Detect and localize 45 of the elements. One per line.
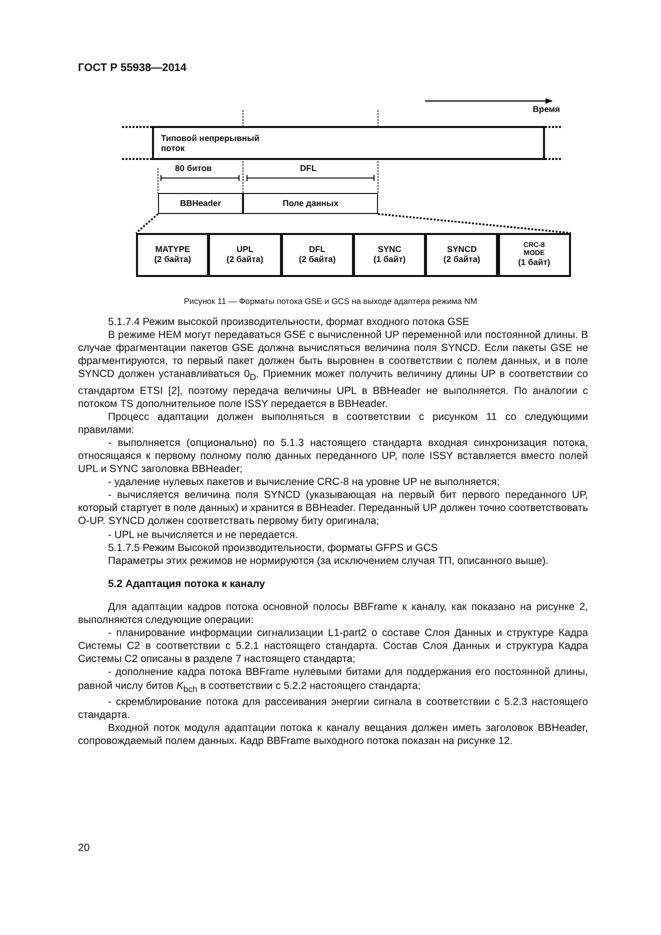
paragraph: Параметры этих режимов не нормируются (за исключением случая ТП, описанного выше). (107, 554, 550, 568)
paragraph: В режиме HEM могут передаваться GSE с вычисленной UP переменной или постоянной длины. В случае фрагментации пакетов GSE должна вычисляться величина поля SYNCD. Если пакеты GSE не фрагментируются, то первый пакет должен быть выровнен в соответствии с полем данных, и в поле SYNCD должен устанавливаться 0$_{D}$. Приемник может получить величину длины UP в соответствии со стандартом ETSI [2], поэтому передача величины UPL в BBHeader не выполняется. По аналогии с потоком TS дополнительное поле ISSY передается в BBHeader. (78, 329, 588, 411)
header-field-box (208, 233, 282, 277)
paragraph: Процесс адаптации должен выполняться в соответствии с рисунком 11 со следующими правилами: (78, 410, 588, 437)
field-size: (2 байта) (298, 255, 336, 265)
header-field-box (352, 233, 426, 277)
field-size: (2 байта) (443, 255, 480, 265)
box-label: BBHeader (180, 198, 222, 208)
page-number: 20 (78, 842, 90, 854)
field-name: MATYPE (155, 245, 190, 255)
paragraph: - скремблирование потока для рассеивания энергии сигнала в соответствии с 5.2.3 настоящего стандарта. (78, 696, 588, 722)
field-size: (2 байта) (226, 255, 264, 265)
paragraph: - удаление нулевых пакетов и вычисление CRC-8 на уровне UP не выполняется; (107, 476, 501, 490)
dimension-label: 80 битов (175, 163, 212, 173)
paragraph: 5.1.7.5 Режим Высокой производительности, форматы GFPS и GCS (107, 542, 439, 555)
dimension-label: DFL (300, 163, 317, 173)
header-field-box (136, 233, 210, 277)
paragraph: - планирование информации сигнализации L1-part2 о составе Слоя Данных и структуре Кадра Системы C2 в соответствии с 5.2.1 настоящего стандарта. Состав Слоя Данных и структура Кадра Системы C2 описаны в разделе 7 настоящего стандарта; (78, 627, 588, 666)
field-name: SYNCD (446, 245, 477, 255)
paragraph: - вычисляется величина поля SYNCD (указывающая на первый бит первого переданного UP, который стартует в поле данных) и хранится в BBHeader. Переданный UP должен точно соответствовать O-UP. SYNCD должен соответствать первому биту оригинала; (78, 489, 588, 529)
paragraph: Для адаптации кадров потока основной полосы BBFrame к каналу, как показано на рисунке 2, выполняются следующие операции: (78, 600, 588, 628)
figure-caption: Рисунок 11 — Форматы потока GSE и GCS на выходе адаптера режима NM (182, 296, 478, 306)
paragraph: - дополнение кадра потока BBFrame нулевыми битами для поддержания его постоянной длины, равной числу битов K$_{bch}$ в соответствии с 5.2.2 настоящего стандарта; (78, 666, 588, 696)
field-name: DFL (308, 245, 326, 255)
section-heading: 5.2 Адаптация потока к каналу (107, 578, 266, 591)
paragraph: 5.1.7.4 Режим высокой производительности, формат входного потока GSE (107, 316, 470, 330)
paragraph: - UPL не вычисляется и не передается. (107, 528, 299, 542)
header-field-box (498, 233, 571, 277)
frame-part-box (243, 193, 378, 214)
frame-part-box (158, 193, 243, 214)
field-size: (2 байта) (154, 255, 192, 265)
field-name: UPL (236, 245, 254, 255)
box-label: Типовой непрерывный поток (161, 134, 261, 154)
axis-label: Время (532, 104, 560, 114)
expansion-line (135, 213, 159, 234)
header-field-box (280, 233, 354, 277)
field-size: (1 байт) (373, 255, 406, 265)
box-label: Поле данных (282, 198, 338, 208)
expansion-line (378, 213, 571, 234)
paragraph: - выполняется (опционально) по 5.1.3 настоящего стандарта входная синхронизация потока, относящаяся к первому полному полю данных переданного UP, поле ISSY вставляется вместо полей UPL и SYNC заголовка BBHeader; (78, 436, 588, 476)
page-header: ГОСТ Р 55938—2014 (78, 62, 187, 74)
field-size: (1 байт) (518, 258, 550, 268)
paragraph: Входной поток модуля адаптации потока к каналу вещания должен иметь заголовок BBHeader, сопровождаемый полем данных. Кадр BBFrame выходного потока показан на рисунке 12. (78, 722, 588, 748)
header-field-box (425, 233, 498, 277)
field-name: SYNC (378, 245, 402, 255)
